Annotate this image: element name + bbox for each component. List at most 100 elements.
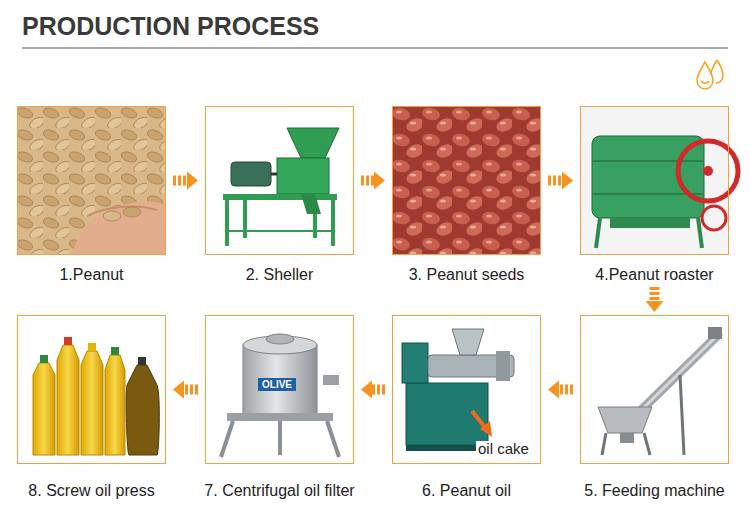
oil-drop-icon <box>711 60 717 74</box>
peanut <box>103 211 121 221</box>
arrow-shaft <box>372 385 385 395</box>
press-head <box>496 351 510 381</box>
bottle <box>105 355 125 455</box>
peanut <box>123 207 141 217</box>
seeds-photo <box>392 106 541 255</box>
step-frame: 3. Peanut seeds <box>392 106 541 255</box>
oil-drop-icon <box>701 81 709 83</box>
wheel <box>678 141 738 201</box>
oil-drop-icon <box>697 62 713 89</box>
step-caption: 7. Centrifugal oil filter <box>204 482 354 500</box>
drum-band <box>592 160 704 162</box>
bottle-cap <box>111 347 119 355</box>
arrow-shaft <box>184 385 198 395</box>
leg <box>644 433 650 455</box>
filter-drum <box>243 345 317 417</box>
bottle <box>33 363 55 455</box>
oil-press-picture <box>392 315 541 464</box>
base <box>610 218 690 228</box>
bottles-photo <box>17 315 166 464</box>
page-title: PRODUCTION PROCESS <box>22 12 319 41</box>
bottle-cap <box>64 337 72 345</box>
part-label: oil cake <box>476 441 531 458</box>
arrow-shaft <box>361 176 374 186</box>
hand <box>87 207 157 216</box>
belt <box>271 173 277 176</box>
filter-frame <box>227 413 333 421</box>
bottle <box>81 351 103 455</box>
wheel <box>702 206 726 230</box>
flow-arrow <box>361 381 385 399</box>
step-frame: 2. Sheller <box>205 106 354 255</box>
motor <box>402 343 428 383</box>
table <box>223 194 337 200</box>
jug <box>126 365 159 455</box>
step-caption: 8. Screw oil press <box>28 482 154 500</box>
step-caption: 3. Peanut seeds <box>409 266 525 284</box>
step-caption: 4.Peanut roaster <box>595 266 713 284</box>
roaster-picture <box>580 106 738 255</box>
arrow-shaft <box>650 287 660 301</box>
step-frame: 4.Peanut roaster <box>580 106 729 255</box>
sheller-body <box>277 158 329 194</box>
step-frame: 5. Feeding machine <box>580 315 729 464</box>
leg <box>278 421 282 455</box>
filter-picture <box>205 315 354 464</box>
step-caption: 1.Peanut <box>59 266 123 284</box>
bottle-cap <box>40 355 48 363</box>
arrow-head <box>374 172 385 190</box>
title-rule <box>22 48 728 49</box>
peanut-photo <box>17 106 166 255</box>
oil-cake-arrow <box>480 421 492 437</box>
step-frame: 8. Screw oil press <box>17 315 166 464</box>
step-caption: 2. Sheller <box>246 266 314 284</box>
arrow-head <box>562 172 573 190</box>
oil-press-picture <box>392 315 541 464</box>
flow-arrow <box>361 172 385 190</box>
title-rule <box>22 48 728 49</box>
motor <box>231 162 271 186</box>
arrow-head <box>548 381 559 399</box>
motor <box>620 433 634 443</box>
arrow-head <box>646 301 664 312</box>
arrow-shaft <box>559 385 573 395</box>
hand <box>72 201 166 255</box>
bottle <box>57 345 79 455</box>
flow-arrow <box>646 287 664 312</box>
filter-picture <box>205 315 354 464</box>
step-caption: 5. Feeding machine <box>584 482 725 500</box>
feeder-picture <box>580 315 729 464</box>
peanut-photo <box>17 106 166 255</box>
leg <box>596 218 600 248</box>
wheel <box>703 166 713 176</box>
spout <box>323 375 339 385</box>
outlet <box>708 327 722 339</box>
sheller-picture <box>205 106 354 255</box>
leg <box>602 433 606 455</box>
arrow-shaft <box>173 176 187 186</box>
flow-arrow <box>173 172 198 190</box>
support <box>680 375 684 455</box>
sheller-picture <box>205 106 354 255</box>
leg <box>221 421 233 457</box>
press-base <box>406 383 488 445</box>
flow-arrow <box>548 172 573 190</box>
leg <box>243 200 247 238</box>
roaster-picture <box>580 106 729 255</box>
hopper <box>452 329 484 355</box>
seeds-photo <box>392 106 541 255</box>
bottles-photo <box>17 315 166 464</box>
brace <box>227 230 333 232</box>
flow-arrow <box>173 381 198 399</box>
brand-label: OLIVE <box>258 378 296 391</box>
leg <box>327 421 339 457</box>
arrow-head <box>173 381 184 399</box>
arrow-head <box>361 381 372 399</box>
step-caption: 6. Peanut oil <box>422 482 511 500</box>
jug-cap <box>138 357 146 365</box>
leg <box>331 200 335 246</box>
hopper <box>287 128 339 158</box>
